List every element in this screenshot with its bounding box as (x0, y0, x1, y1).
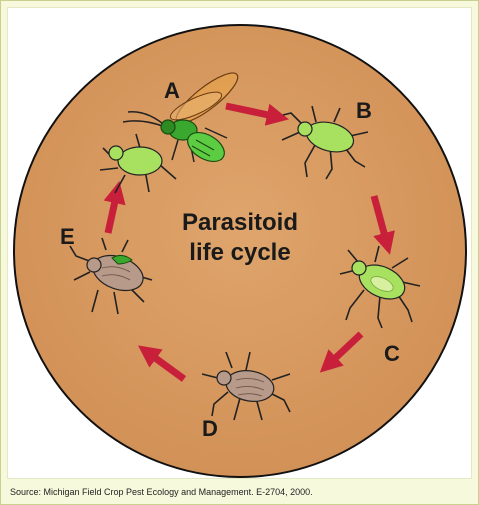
source-caption: Source: Michigan Field Crop Pest Ecology… (10, 487, 313, 497)
stage-label-c: C (384, 341, 400, 367)
diagram-title: Parasitoid life cycle (155, 208, 325, 268)
title-line-2: life cycle (155, 238, 325, 268)
stage-label-a: A (164, 78, 180, 104)
stage-label-d: D (202, 416, 218, 442)
title-line-1: Parasitoid (155, 208, 325, 238)
stage-label-b: B (356, 98, 372, 124)
stage-label-e: E (60, 224, 75, 250)
